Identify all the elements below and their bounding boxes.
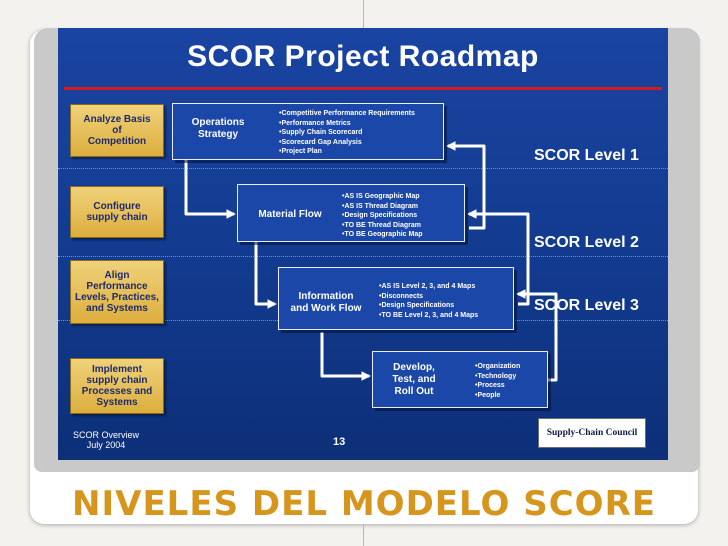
scor-level-3-label: SCOR Level 3 (534, 297, 639, 314)
bullet-item: •Design Specifications (342, 212, 418, 220)
page-caption: NIVELES DEL MODELO SCORE (72, 484, 656, 524)
scor-level-2-label: SCOR Level 2 (534, 234, 639, 251)
level-1-divider (58, 168, 668, 169)
bullet-item: •AS IS Level 2, 3, and 4 Maps (379, 283, 476, 290)
bullet-item: •Design Specifications (379, 302, 455, 310)
page-number: 13 (333, 436, 346, 448)
bullet-item: •Organization (475, 363, 521, 370)
level-2-divider (58, 256, 668, 257)
bullet-item: •TO BE Level 2, 3, and 4 Maps (379, 311, 479, 319)
bullet-item: •Process (475, 382, 505, 390)
flow-arrows (184, 141, 558, 382)
process-material-flow: Material Flow •AS IS Geographic Map •AS … (237, 184, 465, 242)
bullet-item: •Performance Metrics (279, 119, 351, 127)
develop-test-rollout-title: Develop, Test, and Roll Out (392, 362, 436, 397)
arrow-information-back-to-material (467, 209, 530, 306)
process-information-work-flow: Information and Work Flow •AS IS Level 2… (278, 267, 514, 330)
bullet-item: •Competitive Performance Requirements (279, 110, 415, 117)
information-work-flow-title: Information and Work Flow (290, 291, 362, 314)
bullet-item: •Disconnects (379, 292, 424, 300)
bullet-item: •Supply Chain Scorecard (279, 129, 363, 137)
material-flow-bullets: •AS IS Geographic Map •AS IS Thread Diag… (342, 192, 423, 240)
bullet-item: •Project Plan (279, 148, 322, 156)
supply-chain-council-logo: Supply-Chain Council (538, 418, 646, 448)
process-operations-strategy: Operations Strategy •Competitive Perform… (172, 103, 444, 160)
bullet-item: •TO BE Geographic Map (342, 231, 423, 239)
bottom-divider-line (363, 524, 364, 546)
operations-strategy-title: Operations Strategy (191, 117, 245, 140)
step-implement-supply-chain: Implement supply chain Processes and Sys… (70, 358, 164, 414)
arrow-material-back-to-strategy (446, 141, 486, 230)
arrow-information-to-rollout (320, 332, 371, 381)
slide-footer: SCOR Overview July 2004 (72, 430, 139, 450)
slide-title: SCOR Project Roadmap (187, 40, 539, 73)
bullet-item: •Technology (475, 372, 517, 380)
material-flow-title: Material Flow (258, 209, 322, 220)
step-analyze-basis: Analyze Basis of Competition (70, 104, 164, 157)
bullet-item: •TO BE Thread Diagram (342, 221, 421, 229)
bullet-item: •AS IS Thread Diagram (342, 202, 418, 210)
bullet-item: •People (475, 391, 501, 399)
arrow-rollout-back-to-information (516, 289, 558, 382)
arrow-strategy-to-material (184, 160, 236, 219)
slide: SCOR Project Roadmap Analyze Basis of Co… (58, 28, 668, 460)
arrow-material-to-information (254, 242, 277, 309)
information-work-flow-bullets: •AS IS Level 2, 3, and 4 Maps •Disconnec… (379, 282, 478, 320)
top-divider-line (363, 0, 364, 30)
process-develop-test-rollout: Develop, Test, and Roll Out •Organizatio… (372, 351, 548, 408)
develop-test-rollout-bullets: •Organization •Technology •Process •Peop… (475, 362, 520, 400)
bullet-item: •Scorecard Gap Analysis (279, 138, 362, 146)
step-align-performance: Align Performance Levels, Practices, and… (70, 260, 164, 324)
operations-strategy-bullets: •Competitive Performance Requirements •P… (279, 109, 415, 157)
scor-level-1-label: SCOR Level 1 (534, 147, 639, 164)
title-underline (64, 87, 662, 90)
bullet-item: •AS IS Geographic Map (342, 193, 420, 200)
step-configure-supply-chain: Configure supply chain (70, 186, 164, 238)
